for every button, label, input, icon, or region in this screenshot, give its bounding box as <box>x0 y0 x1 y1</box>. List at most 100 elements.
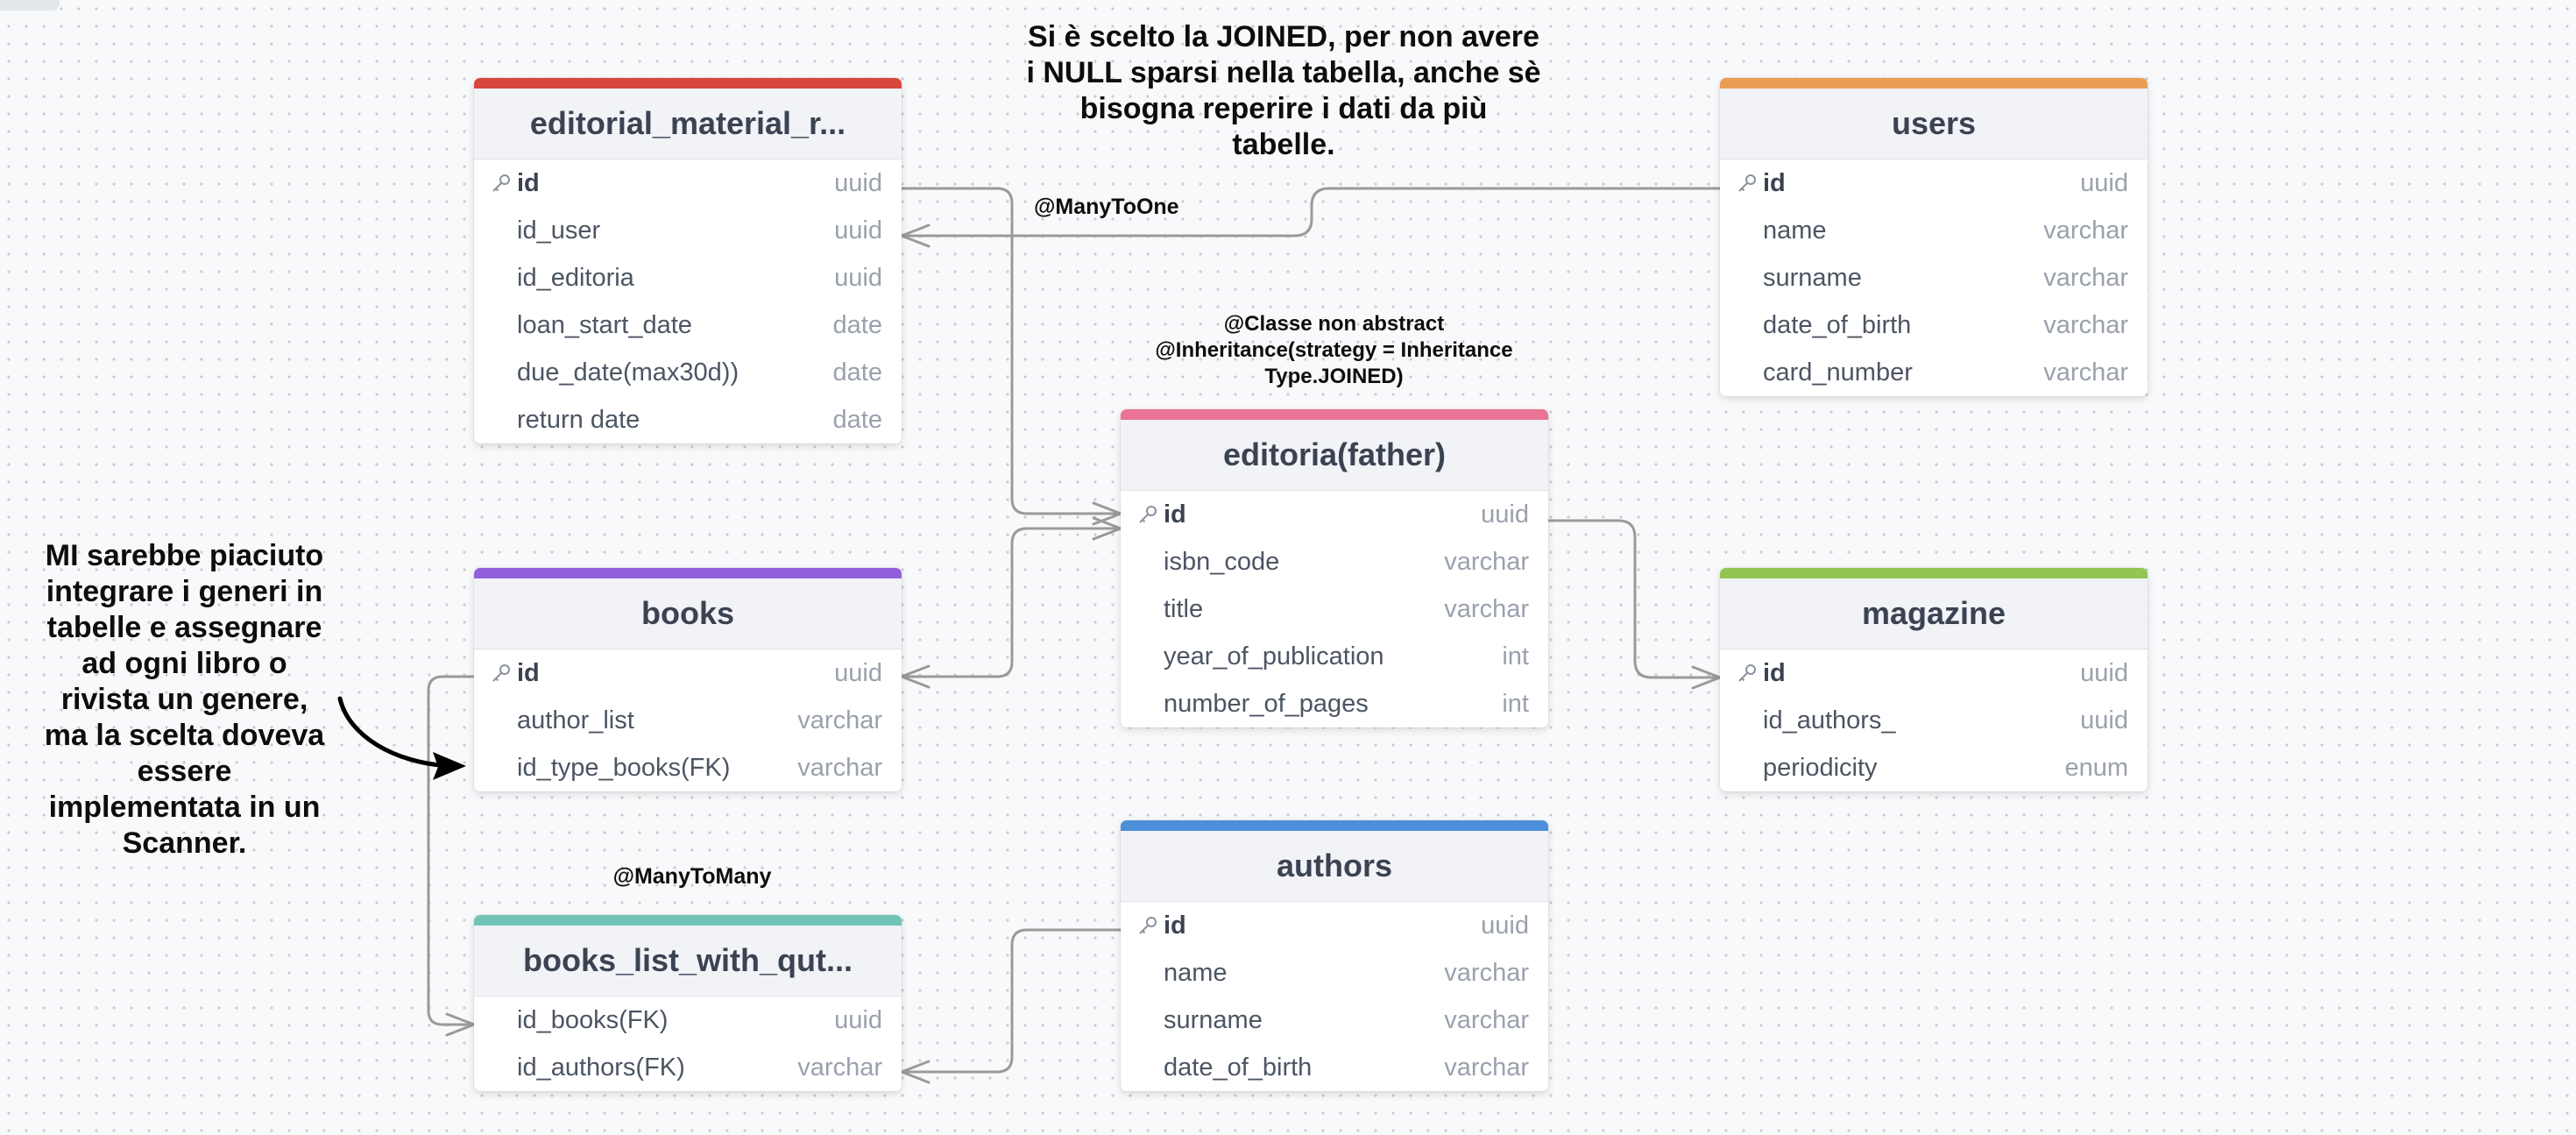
field-name: id <box>1763 658 1786 687</box>
field-row-surname[interactable]: surname varchar <box>1720 254 2148 301</box>
field-type: varchar <box>797 753 882 782</box>
table-color-bar <box>1720 78 2148 89</box>
table-header[interactable]: books <box>474 578 902 649</box>
note-inheritance[interactable]: @Classe non abstract @Inheritance(strate… <box>1130 311 1538 390</box>
field-name: surname <box>1763 263 1862 292</box>
field-row-due-date[interactable]: due_date(max30d)) date <box>474 349 902 396</box>
crowfoot-books-id <box>900 664 931 689</box>
field-name: return date <box>517 405 640 434</box>
table-color-bar <box>1720 568 2148 578</box>
table-editoria[interactable]: editoria(father) id uuid isbn_code varch… <box>1121 409 1548 727</box>
field-row-id-type-books[interactable]: id_type_books(FK) varchar <box>474 744 902 791</box>
table-header[interactable]: editoria(father) <box>1121 420 1548 491</box>
field-row-name[interactable]: name varchar <box>1121 949 1548 997</box>
field-type: uuid <box>834 168 882 197</box>
field-row-title[interactable]: title varchar <box>1121 585 1548 633</box>
note-line: MI sarebbe piaciuto <box>45 539 324 572</box>
field-name: id <box>1763 168 1786 197</box>
field-name: name <box>1763 216 1827 245</box>
field-type: uuid <box>1481 500 1529 528</box>
field-type: int <box>1502 689 1529 718</box>
field-type: varchar <box>797 1053 882 1082</box>
field-name: id <box>1164 911 1186 940</box>
note-line: essere <box>137 755 232 788</box>
key-icon <box>1139 917 1157 934</box>
table-color-bar <box>1121 409 1548 420</box>
field-row-periodicity[interactable]: periodicity enum <box>1720 744 2148 791</box>
field-row-return-date[interactable]: return date date <box>474 396 902 443</box>
key-icon <box>492 664 510 682</box>
field-row-id[interactable]: id uuid <box>1720 160 2148 207</box>
field-type: date <box>832 310 882 339</box>
field-row-loan-start-date[interactable]: loan_start_date date <box>474 301 902 349</box>
note-line: Scanner. <box>122 826 247 860</box>
note-joined-strategy[interactable]: Si è scelto la JOINED, per non avere i N… <box>999 19 1568 163</box>
field-row-id-books[interactable]: id_books(FK) uuid <box>474 997 902 1044</box>
table-magazine[interactable]: magazine id uuid id_authors_ uuid period… <box>1720 568 2148 791</box>
note-genres[interactable]: MI sarebbe piaciuto integrare i generi i… <box>25 538 344 862</box>
field-row-name[interactable]: name varchar <box>1720 207 2148 254</box>
field-name: card_number <box>1763 358 1913 387</box>
table-header[interactable]: magazine <box>1720 578 2148 649</box>
connector-editorial-id-to-editoria-id <box>900 187 1122 515</box>
note-many-to-one[interactable]: @ManyToOne <box>1034 194 1209 220</box>
field-row-date-of-birth[interactable]: date_of_birth varchar <box>1720 301 2148 349</box>
field-row-id[interactable]: id uuid <box>1121 902 1548 949</box>
table-color-bar <box>474 915 902 926</box>
table-header[interactable]: editorial_material_r... <box>474 89 902 160</box>
note-line: integrare i generi in <box>46 575 323 608</box>
table-users[interactable]: users id uuid name varchar surname varch… <box>1720 78 2148 396</box>
field-name: number_of_pages <box>1164 689 1369 718</box>
field-row-id-editoria[interactable]: id_editoria uuid <box>474 254 902 301</box>
field-name: periodicity <box>1763 753 1878 782</box>
field-row-surname[interactable]: surname varchar <box>1121 997 1548 1044</box>
table-header[interactable]: authors <box>1121 831 1548 902</box>
table-books-list[interactable]: books_list_with_qut... id_books(FK) uuid… <box>474 915 902 1091</box>
field-row-id-authors[interactable]: id_authors_ uuid <box>1720 697 2148 744</box>
field-name: isbn_code <box>1164 547 1280 576</box>
field-name: id_books(FK) <box>517 1005 669 1034</box>
field-type: date <box>832 405 882 434</box>
field-row-id[interactable]: id uuid <box>1121 491 1548 538</box>
table-editorial-material[interactable]: editorial_material_r... id uuid id_user … <box>474 78 902 443</box>
field-type: varchar <box>2043 358 2128 387</box>
field-row-card-number[interactable]: card_number varchar <box>1720 349 2148 396</box>
field-row-number-of-pages[interactable]: number_of_pages int <box>1121 680 1548 727</box>
table-title: authors <box>1276 848 1392 883</box>
table-books[interactable]: books id uuid author_list varchar id_typ… <box>474 568 902 791</box>
field-type: varchar <box>797 706 882 734</box>
table-header[interactable]: books_list_with_qut... <box>474 926 902 997</box>
field-type: uuid <box>834 658 882 687</box>
field-row-year-of-publication[interactable]: year_of_publication int <box>1121 633 1548 680</box>
table-title: editoria(father) <box>1222 436 1447 472</box>
field-type: varchar <box>2043 263 2128 292</box>
table-color-bar <box>1121 820 1548 831</box>
field-row-id-authors[interactable]: id_authors(FK) varchar <box>474 1044 902 1091</box>
note-line: ad ogni libro o <box>81 647 287 680</box>
field-type: enum <box>2064 753 2128 782</box>
field-row-author-list[interactable]: author_list varchar <box>474 697 902 744</box>
note-line: implementata in un <box>48 791 321 824</box>
note-many-to-many[interactable]: @ManyToMany <box>596 863 789 890</box>
field-row-date-of-birth[interactable]: date_of_birth varchar <box>1121 1044 1548 1091</box>
field-row-isbn-code[interactable]: isbn_code varchar <box>1121 538 1548 585</box>
field-name: loan_start_date <box>517 310 692 339</box>
table-title: magazine <box>1861 595 2006 631</box>
table-authors[interactable]: authors id uuid name varchar surname var… <box>1121 820 1548 1091</box>
note-line: @ManyToMany <box>612 864 772 889</box>
table-color-bar <box>474 78 902 89</box>
arrow-shaft <box>337 696 451 769</box>
table-header[interactable]: users <box>1720 89 2148 160</box>
table-title: editorial_material_r... <box>529 105 846 141</box>
field-name: author_list <box>517 706 634 734</box>
canvas-corner-tab <box>0 0 60 11</box>
field-row-id[interactable]: id uuid <box>474 160 902 207</box>
field-row-id[interactable]: id uuid <box>474 649 902 697</box>
field-type: uuid <box>834 263 882 292</box>
field-name: id_user <box>517 216 601 245</box>
field-row-id[interactable]: id uuid <box>1720 649 2148 697</box>
field-row-id-user[interactable]: id_user uuid <box>474 207 902 254</box>
field-type: uuid <box>2080 658 2128 687</box>
field-type: uuid <box>834 216 882 245</box>
